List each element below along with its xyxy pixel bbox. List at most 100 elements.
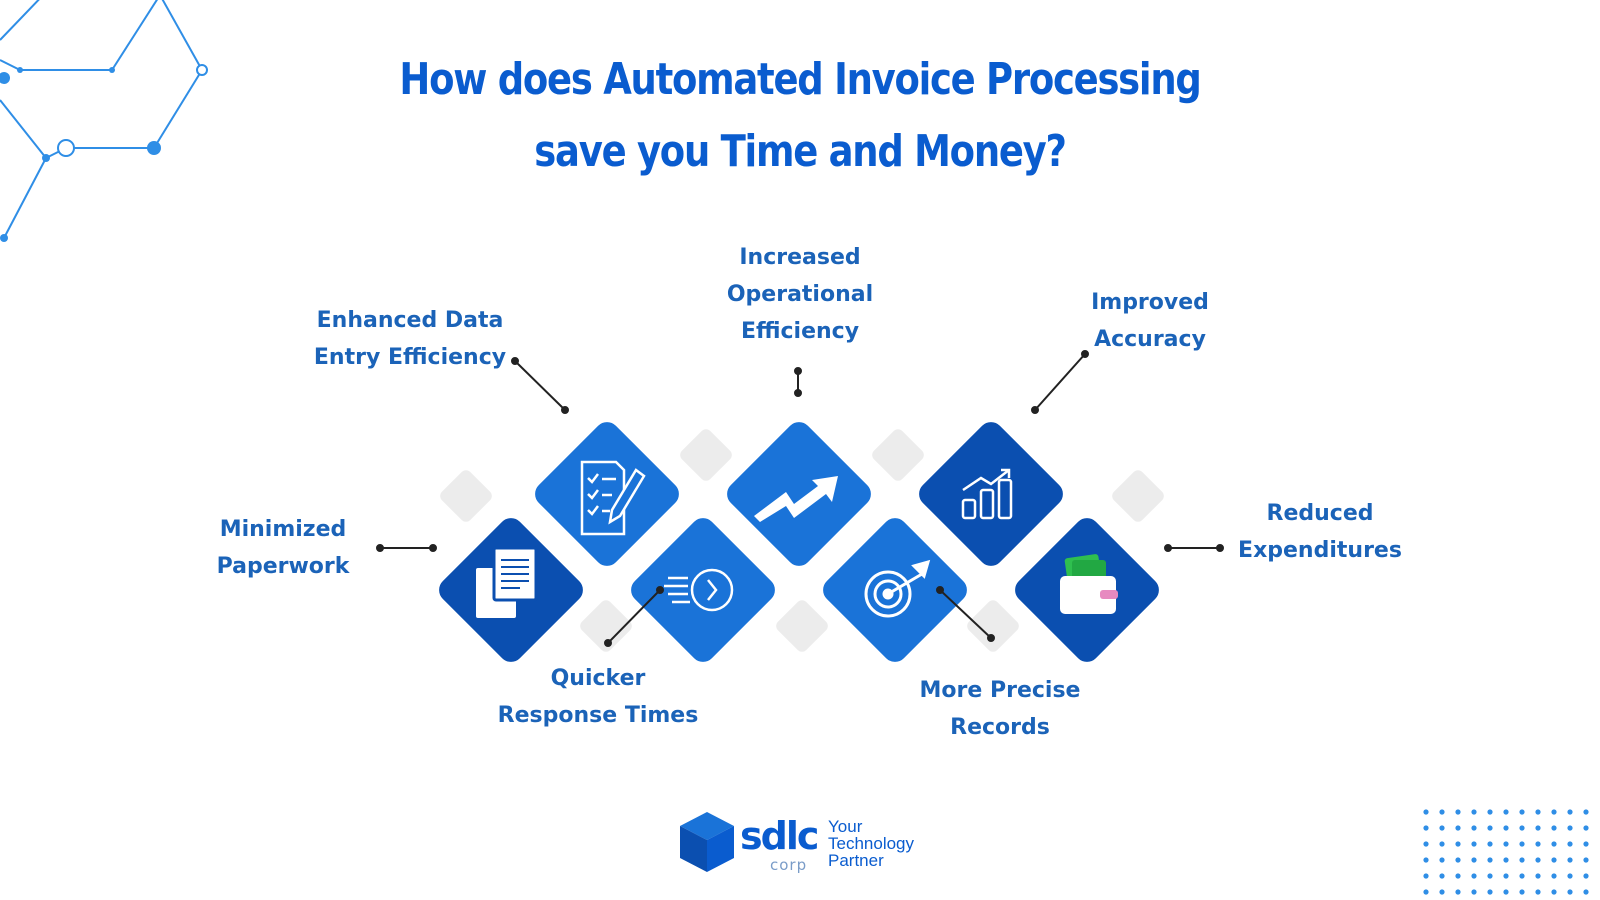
fast-clock-icon (664, 568, 734, 612)
tile-paperwork (436, 515, 586, 665)
decor-dot (1439, 857, 1445, 863)
label-data-entry: Enhanced Data Entry Efficiency (313, 308, 507, 370)
decor-dot (1439, 873, 1445, 879)
bar-chart-icon (961, 468, 1013, 520)
decor-dot (1503, 809, 1509, 815)
trend-arrow-icon (754, 476, 838, 522)
decor-dot (1471, 889, 1477, 895)
label-operational: Increased Operational Efficiency (726, 245, 874, 344)
checklist-pen-icon (580, 460, 646, 536)
decor-dot (1567, 825, 1573, 831)
decor-dot (1519, 857, 1525, 863)
decor-dot (1439, 809, 1445, 815)
logo-tagline: Your Technology Partner (828, 817, 915, 870)
gray-diamond (680, 429, 732, 481)
tile-accuracy (916, 419, 1066, 569)
decor-dot (1551, 809, 1557, 815)
page-title-line-2: save you Time and Money? (534, 126, 1067, 177)
decor-dot (1439, 825, 1445, 831)
decor-dot (1551, 857, 1557, 863)
decor-dot (1583, 889, 1589, 895)
decor-dot (1487, 889, 1493, 895)
decor-dot (1455, 857, 1461, 863)
label-paperwork: Minimized Paperwork (216, 517, 350, 579)
decor-dot (1455, 889, 1461, 895)
dot-grid-decoration (1423, 809, 1589, 895)
decor-dot (1519, 825, 1525, 831)
decor-dot (1519, 841, 1525, 847)
decor-dot (1503, 857, 1509, 863)
decor-dot (1455, 825, 1461, 831)
decor-dot (1567, 809, 1573, 815)
decor-dot (1423, 857, 1429, 863)
decor-dot (1423, 873, 1429, 879)
gray-diamond (440, 470, 492, 522)
decor-dot (1487, 873, 1493, 879)
decor-dot (1487, 809, 1493, 815)
decor-dot (1503, 825, 1509, 831)
decor-dot (1567, 873, 1573, 879)
decor-dot (1455, 841, 1461, 847)
decor-dot (1567, 889, 1573, 895)
decor-dot (1423, 889, 1429, 895)
gray-diamond (967, 600, 1019, 652)
decor-dot (1519, 809, 1525, 815)
decor-dot (1519, 873, 1525, 879)
decor-dot (1583, 809, 1589, 815)
decor-dot (1535, 873, 1541, 879)
decor-dot (1487, 825, 1493, 831)
decor-dot (1439, 841, 1445, 847)
decor-dot (1503, 873, 1509, 879)
decor-dot (1583, 825, 1589, 831)
gray-diamond (776, 600, 828, 652)
decor-dot (1535, 825, 1541, 831)
tile-expenditures (1012, 515, 1162, 665)
decor-dot (1503, 841, 1509, 847)
decor-dot (1423, 841, 1429, 847)
decor-dot (1551, 841, 1557, 847)
decor-dot (1567, 841, 1573, 847)
decor-dot (1583, 841, 1589, 847)
decor-dot (1551, 825, 1557, 831)
decor-dot (1471, 857, 1477, 863)
decor-dot (1583, 873, 1589, 879)
decor-dot (1583, 857, 1589, 863)
decor-dot (1455, 873, 1461, 879)
decor-dot (1423, 809, 1429, 815)
decor-dot (1471, 873, 1477, 879)
wallet-cash-icon (1060, 554, 1118, 614)
tile-records (820, 515, 970, 665)
decor-dot (1551, 873, 1557, 879)
decor-dot (1455, 809, 1461, 815)
decor-dot (1567, 857, 1573, 863)
logo-subtext: corp (770, 856, 808, 874)
tile-response (628, 515, 778, 665)
network-decoration (0, 0, 208, 242)
decor-dot (1535, 841, 1541, 847)
decor-dot (1439, 889, 1445, 895)
tile-operational (724, 419, 874, 569)
decor-dot (1487, 841, 1493, 847)
decor-dot (1503, 889, 1509, 895)
label-expenditures: Reduced Expenditures (1238, 501, 1402, 563)
decor-dot (1551, 889, 1557, 895)
label-accuracy: Improved Accuracy (1091, 290, 1209, 352)
decor-dot (1423, 825, 1429, 831)
cube-logo-icon (680, 812, 734, 872)
tile-data-entry (532, 419, 682, 569)
gray-diamond (872, 429, 924, 481)
decor-dot (1535, 809, 1541, 815)
decor-dot (1535, 889, 1541, 895)
brand-logo: sdlc corp Your Technology Partner (678, 810, 938, 880)
decor-dot (1471, 825, 1477, 831)
target-arrow-icon (864, 559, 931, 618)
decor-dot (1535, 857, 1541, 863)
page-title-line-1: How does Automated Invoice Processing (399, 54, 1201, 105)
gray-diamond (580, 600, 632, 652)
decor-dot (1519, 889, 1525, 895)
documents-icon (476, 546, 538, 618)
gray-diamond (1112, 470, 1164, 522)
decor-dot (1471, 809, 1477, 815)
label-records: More Precise Records (919, 678, 1081, 740)
